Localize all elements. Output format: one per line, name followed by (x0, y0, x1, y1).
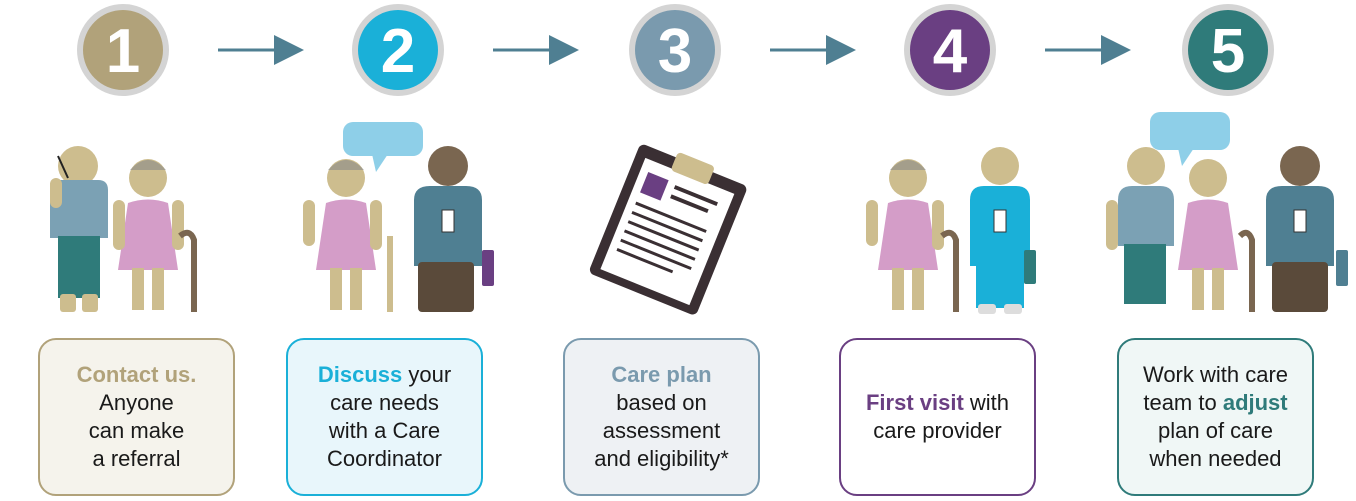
step-3-description-box: Care plan based on assessment and eligibili… (563, 338, 760, 496)
step-4-line-1: First visit with (865, 390, 1010, 415)
step-5-number: 5 (1211, 17, 1245, 86)
step-3-line-2: based on (616, 390, 707, 415)
elder-and-coordinator-talking-icon (303, 122, 494, 312)
step-2-number: 2 (381, 17, 415, 86)
step-2-line-1: Discuss your (317, 362, 452, 387)
step-1-number-badge: 1 (77, 4, 169, 96)
step-1-line-2: Anyone (99, 390, 174, 415)
step-2-number-badge: 2 (352, 4, 444, 96)
step-5-line-3: plan of care (1158, 418, 1273, 443)
clipboard-care-plan-icon (589, 144, 747, 315)
step-1-line-1: Contact us. (76, 362, 197, 387)
step-3-number-badge: 3 (629, 4, 721, 96)
step-1-description-box: Contact us. Anyone can make a referral (38, 338, 235, 496)
step-5-line-4: when needed (1149, 446, 1282, 471)
step-4-number: 4 (933, 17, 968, 86)
step-5-number-badge: 5 (1182, 4, 1274, 96)
step-2-line-4: Coordinator (327, 446, 442, 471)
step-3-line-1: Care plan (611, 362, 712, 387)
step-4-line-2: care provider (873, 418, 1002, 443)
step-3-number: 3 (658, 17, 692, 86)
step-1-line-4: a referral (92, 446, 181, 471)
step-2-line-2: care needs (330, 390, 439, 415)
step-3-line-3: assessment (602, 418, 721, 443)
step-5-line-1: Work with care (1142, 362, 1289, 387)
step-4-number-badge: 4 (904, 4, 996, 96)
caller-and-elder-icon (50, 146, 197, 312)
step-5-line-2: team to adjust (1143, 390, 1288, 415)
step-1-line-3: can make (88, 418, 185, 443)
step-5-description-box: Work with care team to adjust plan of care… (1117, 338, 1314, 496)
step-1-number: 1 (106, 17, 140, 86)
step-3-line-4: and eligibility* (594, 446, 729, 471)
step-2-line-3: with a Care (328, 418, 441, 443)
elder-and-nurse-icon (866, 147, 1036, 314)
care-team-group-icon (1106, 112, 1348, 312)
step-4-description-box: First visit with care provider (839, 338, 1036, 496)
